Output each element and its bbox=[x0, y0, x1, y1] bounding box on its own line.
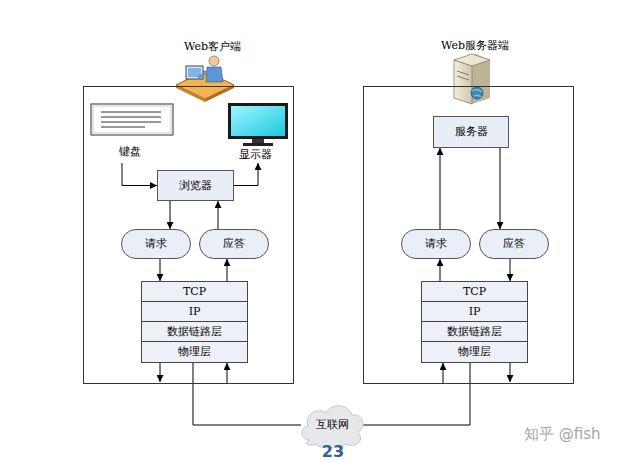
client-icon bbox=[176, 56, 234, 102]
message-pill: 请求 bbox=[121, 229, 191, 259]
protocol-layer: TCP bbox=[141, 281, 248, 302]
message-pill: 应答 bbox=[479, 229, 549, 259]
cloud-outline bbox=[302, 406, 363, 448]
node-label: 应答 bbox=[223, 237, 245, 250]
server-region: 服务器请求应答TCPIP数据链路层物理层Web服务器端 bbox=[363, 86, 574, 384]
protocol-layer: IP bbox=[421, 301, 528, 322]
node-label: 数据链路层 bbox=[167, 325, 222, 338]
connector bbox=[234, 163, 258, 186]
monitor-icon: 显示器 bbox=[225, 101, 291, 163]
connector bbox=[510, 259, 511, 281]
connector bbox=[193, 363, 301, 425]
server-icon bbox=[454, 54, 490, 104]
node-label: TCP bbox=[183, 285, 206, 298]
message-pill: 应答 bbox=[199, 229, 269, 259]
protocol-layer: TCP bbox=[421, 281, 528, 302]
process-box: 浏览器 bbox=[157, 170, 234, 201]
region-heading: Web客户端 bbox=[184, 40, 241, 53]
node-label: 键盘 bbox=[119, 145, 141, 158]
protocol-layer: IP bbox=[141, 301, 248, 322]
connector bbox=[122, 163, 157, 186]
connector bbox=[440, 148, 441, 229]
network-cloud: 互联网 bbox=[298, 402, 366, 448]
node-label: 物理层 bbox=[458, 345, 491, 358]
connector bbox=[170, 201, 171, 229]
connector bbox=[227, 259, 228, 281]
node-label: 浏览器 bbox=[179, 179, 212, 192]
node-label: 服务器 bbox=[455, 125, 488, 138]
node-label: 应答 bbox=[503, 237, 525, 250]
connector bbox=[160, 259, 161, 281]
node-label: 互联网 bbox=[316, 418, 349, 431]
process-box: 服务器 bbox=[433, 116, 509, 148]
node-label: TCP bbox=[463, 285, 486, 298]
keyboard-icon: 键盘 bbox=[89, 101, 175, 163]
connector bbox=[363, 363, 470, 425]
region-heading: Web服务器端 bbox=[441, 39, 509, 52]
link-arrows bbox=[160, 362, 510, 383]
node-label: IP bbox=[469, 305, 481, 318]
protocol-layer: 数据链路层 bbox=[141, 321, 248, 342]
protocol-layer: 物理层 bbox=[141, 341, 248, 363]
node-label: IP bbox=[189, 305, 201, 318]
connector bbox=[440, 259, 441, 281]
node-label: 请求 bbox=[145, 237, 167, 250]
protocol-layer: 数据链路层 bbox=[421, 321, 528, 342]
connector bbox=[500, 148, 501, 229]
page-number: 23 bbox=[318, 442, 348, 461]
node-label: 数据链路层 bbox=[447, 325, 502, 338]
watermark: 知乎 @fish bbox=[524, 425, 601, 444]
message-pill: 请求 bbox=[401, 229, 471, 259]
connector bbox=[218, 201, 219, 229]
client-region: 键盘显示器浏览器请求应答TCPIP数据链路层物理层Web客户端 bbox=[83, 86, 294, 384]
monitor-shape bbox=[225, 101, 291, 147]
protocol-layer: 物理层 bbox=[421, 341, 528, 363]
node-label: 物理层 bbox=[178, 345, 211, 358]
keyboard-shape bbox=[89, 101, 175, 137]
node-label: 显示器 bbox=[239, 148, 272, 161]
node-label: 请求 bbox=[425, 237, 447, 250]
